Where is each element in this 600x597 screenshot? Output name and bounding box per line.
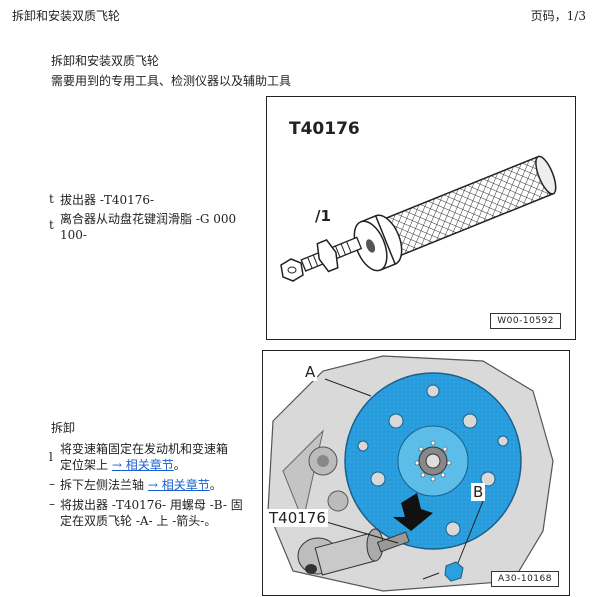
tool-item-grease-line1: 离合器从动盘花键润滑脂 -G 000 [60, 212, 237, 226]
tool-item-grease-line2: 100- [60, 228, 87, 242]
figure-code: W00-10592 [490, 313, 561, 329]
document-title: 拆卸和安装双质飞轮 [51, 54, 160, 68]
figure-code: A30-10168 [491, 571, 559, 587]
figure-puller-tool: T40176 /1 [266, 96, 576, 340]
step1-suffix: 。 [173, 458, 186, 472]
step3-line1: 将拔出器 -T40176- 用螺母 -B- 固 [60, 498, 243, 512]
page-number: 页码，1/3 [530, 9, 586, 23]
list-bullet: – [49, 497, 55, 511]
arrow-indicator [393, 493, 433, 531]
label-b: B [471, 483, 486, 501]
label-a: A [303, 363, 318, 381]
step1-line1: 将变速箱固定在发动机和变速箱 [60, 442, 229, 456]
step1-text: 定位架上 [60, 458, 112, 472]
list-bullet: t [49, 218, 54, 232]
tool-item-puller: 拔出器 -T40176- [60, 193, 155, 207]
figure-flywheel: A B T40176 A30-10168 [262, 350, 570, 596]
flywheel [344, 372, 522, 550]
list-bullet: – [49, 477, 55, 491]
step2-text: 拆下左侧法兰轴 [60, 478, 148, 492]
tool-label: T40176 [267, 509, 328, 527]
step2-suffix: 。 [209, 478, 222, 492]
section-heading: 拆卸 [51, 421, 76, 435]
list-bullet: t [49, 192, 54, 206]
header-title: 拆卸和安装双质飞轮 [12, 9, 121, 23]
knurled-handle [353, 155, 557, 272]
step2: 拆下左侧法兰轴 → 相关章节。 [60, 477, 222, 493]
step1-link[interactable]: → 相关章节 [111, 458, 174, 472]
step1-line2: 定位架上 → 相关章节。 [60, 457, 186, 473]
list-bullet: l [49, 450, 53, 464]
step2-link[interactable]: → 相关章节 [147, 478, 210, 492]
threaded-rod [300, 236, 363, 273]
part-label: /1 [315, 207, 331, 225]
tool-label: T40176 [289, 119, 360, 139]
step3-line2: 定在双质飞轮 -A- 上 -箭头-。 [60, 514, 217, 528]
document-subtitle: 需要用到的专用工具、检测仪器以及辅助工具 [51, 74, 292, 88]
flywheel-drawing [267, 355, 554, 592]
puller-drawing [280, 155, 557, 282]
nut-b [444, 561, 464, 582]
